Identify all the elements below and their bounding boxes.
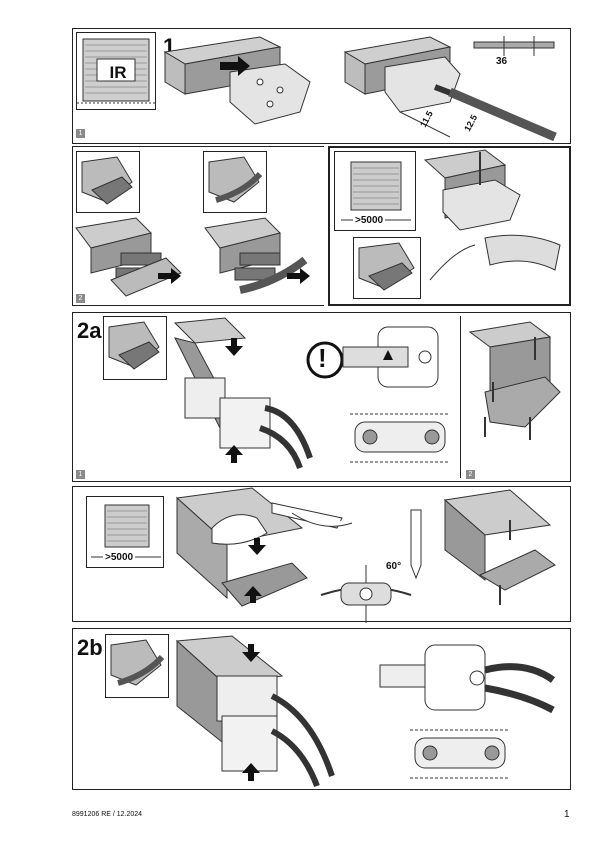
spring-angle-drawing <box>320 565 412 623</box>
ir-door-badge: IR <box>76 32 157 110</box>
curved-cap-thumb-2b <box>105 634 169 698</box>
screwed-cap-drawing <box>468 321 561 440</box>
substep-2-label: 2 <box>76 294 85 303</box>
dim-36: 36 <box>496 56 508 67</box>
spring-insert-left-drawing <box>75 217 182 297</box>
section-2-right-frame <box>328 146 571 306</box>
spring-insert-right-drawing <box>204 217 310 294</box>
bracket-screw-drawing <box>423 149 561 281</box>
section-2a-variant-frame <box>72 486 571 622</box>
hammer-insert-drawing <box>175 487 353 607</box>
pliers-side-view <box>379 644 556 714</box>
pliers-crimp-2b-drawing <box>175 635 335 788</box>
arrow-icon <box>220 56 250 76</box>
ir-label: IR <box>109 63 127 82</box>
roller-door-icon <box>77 38 157 104</box>
clip-cross-section-2b <box>410 729 510 779</box>
page-number: 1 <box>564 809 570 820</box>
warning-icon <box>306 341 344 379</box>
section-2a-frame <box>72 312 571 482</box>
bracket-mounting-drawing <box>163 36 311 125</box>
drill-holes-drawing <box>343 36 557 142</box>
clip-detail-drawing <box>342 326 439 388</box>
section-2b-frame <box>72 628 571 790</box>
substep-1-label: 1 <box>76 129 85 138</box>
clip-cross-section <box>350 413 450 463</box>
flat-end-cap-thumb <box>76 151 140 213</box>
curved-end-cap-thumb <box>203 151 267 213</box>
document-code: 8991206 RE / 12.2024 <box>72 811 143 818</box>
step-2b-title: 2b <box>77 635 103 660</box>
step-2a-title: 2a <box>77 318 102 343</box>
angle-label: 60° <box>386 561 402 572</box>
section-1-frame <box>72 28 571 144</box>
door-width-thumb-2: >5000 <box>86 496 164 568</box>
substep-2a-2-label: 2 <box>466 470 475 479</box>
warning-symbol: ! <box>318 343 327 373</box>
end-cap-thumb-2a <box>103 316 167 380</box>
pliers-crimp-drawing <box>173 317 313 470</box>
finished-cap-drawing <box>443 489 556 605</box>
substep-2a-1-label: 1 <box>76 470 85 479</box>
width-label-a: >5000 <box>353 215 386 226</box>
drill-bit-icon <box>473 36 555 56</box>
door-width-thumb: >5000 <box>334 151 416 231</box>
width-label-b: >5000 <box>103 552 136 563</box>
end-cap-thumb-right <box>353 237 421 299</box>
pencil-icon <box>410 509 422 580</box>
pliers-icon <box>264 405 313 459</box>
section-2-left-frame <box>72 146 324 306</box>
